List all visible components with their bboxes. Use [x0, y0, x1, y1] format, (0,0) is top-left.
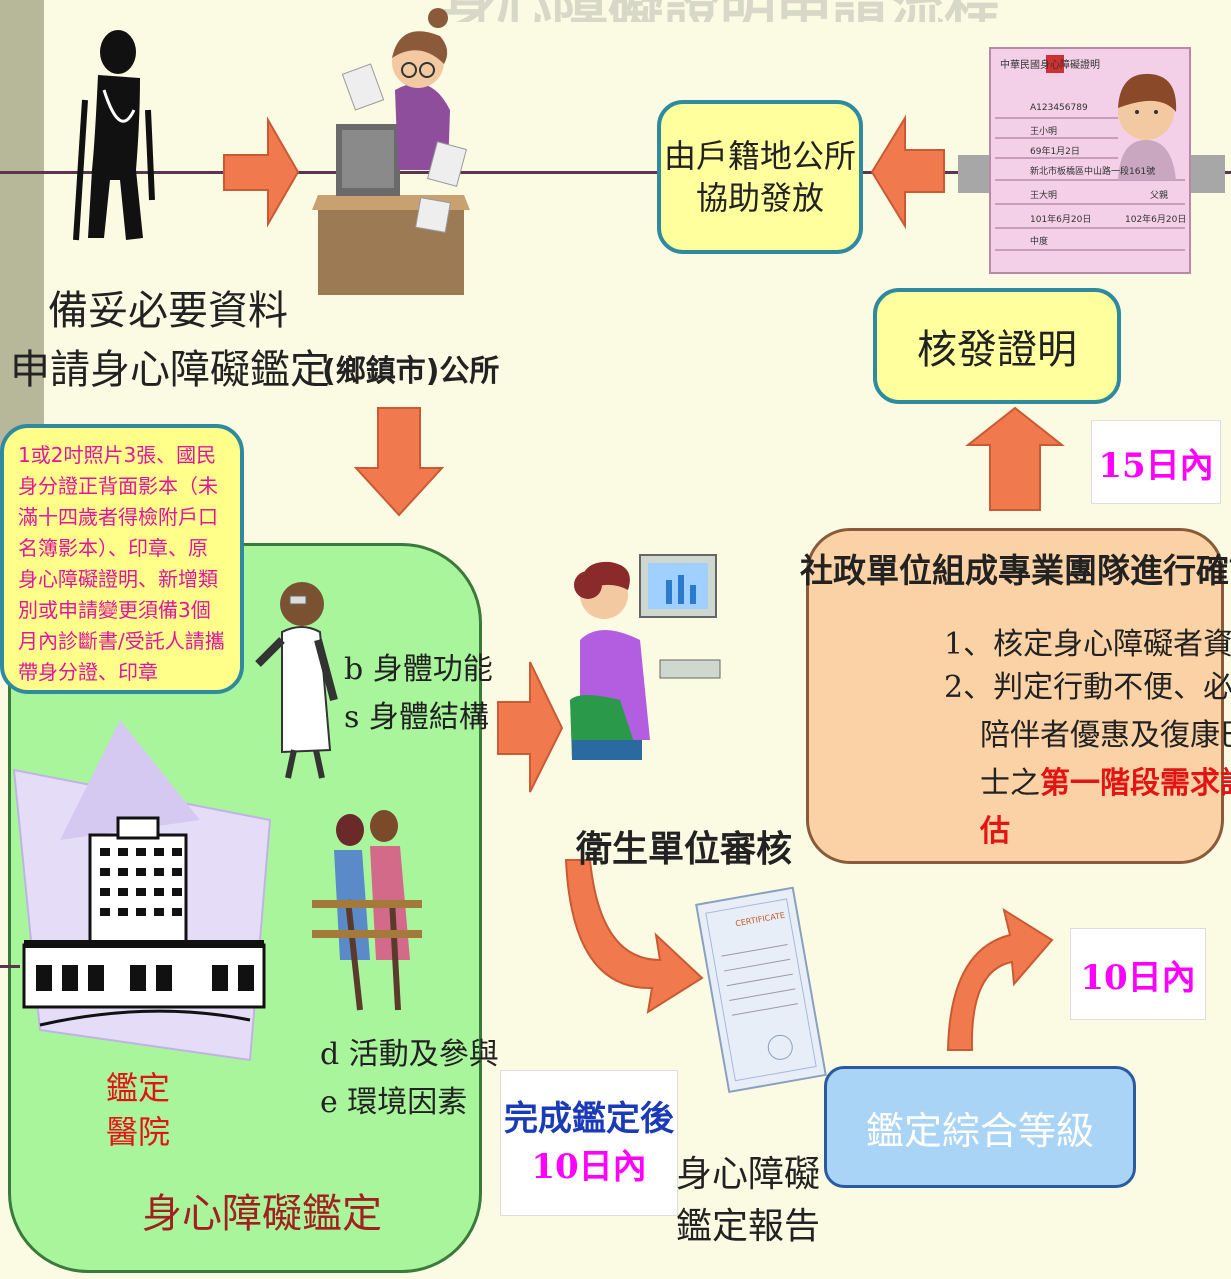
report-label-line2: 鑑定報告 — [676, 1206, 821, 1247]
certificate-level: 中度 — [1030, 237, 1049, 247]
timeline-line-bottom — [0, 965, 20, 968]
certificate-name: 王小明 — [1030, 127, 1058, 137]
hospital-label-line1: 鑑定 — [106, 1069, 171, 1107]
arrow-left-1 — [870, 114, 945, 230]
arrow-curved-up — [946, 907, 1054, 1051]
person-crutches-icon — [73, 30, 155, 241]
social-panel-title: 社政單位組成專業團隊進行確認 — [800, 551, 1231, 590]
office-clerk-icon — [312, 8, 470, 295]
after-assessment-line2: 10日內 — [531, 1147, 647, 1187]
social-item-2d: 估 — [980, 814, 1010, 849]
certificate-issue-date: 101年6月20日 — [1030, 215, 1092, 225]
header-title: 身心障礙證明申請流程 — [440, 0, 1060, 22]
certificate-address: 新北市板橋區中山路一段161號 — [1030, 167, 1156, 177]
prepare-label-line1: 備妥必要資料 — [48, 288, 288, 334]
required-docs-text: 1或2吋照片3張、國民身分證正背面影本（未滿十四歲者得檢附戶口名簿影本）、印章、… — [18, 443, 225, 684]
prepare-label-line2: 申請身心障礙鑑定 — [10, 347, 330, 393]
doctor-icon — [255, 582, 338, 779]
hospital-label-line2: 醫院 — [106, 1113, 171, 1151]
report-label-line1: 身心障礙 — [676, 1154, 821, 1195]
body-function-label: b 身體功能 — [344, 652, 493, 687]
issue-office-line1: 由戶籍地公所 — [663, 137, 856, 175]
social-item-1: 1、核定身心障礙者資格 — [944, 627, 1231, 662]
arrow-curved-down — [564, 859, 704, 1015]
arrow-up-1 — [965, 406, 1065, 511]
body-structure-label: s 身體結構 — [344, 700, 489, 735]
arrow-down-1 — [353, 407, 445, 517]
social-item-2c-red: 第一階段需求評 — [1040, 766, 1231, 801]
approve-cert-box: 核發證明 — [873, 288, 1121, 404]
social-panel — [806, 528, 1224, 864]
disability-certificate-card — [958, 47, 1225, 274]
after-assessment-line1: 完成鑑定後 — [504, 1099, 674, 1139]
certificate-relation: 父親 — [1150, 191, 1169, 201]
certificate-birth: 69年1月2日 — [1030, 147, 1080, 157]
arrow-right-2 — [497, 661, 564, 793]
days-10-badge: 10日內 — [1070, 928, 1206, 1020]
approve-cert-label: 核發證明 — [917, 327, 1077, 373]
prepare-label-2: 申請身心障礙鑑定 — [10, 346, 330, 394]
environment-label: e 環境因素 — [320, 1085, 468, 1120]
timeline-line — [0, 171, 1231, 174]
grade-label: 鑑定綜合等級 — [865, 1108, 1094, 1153]
after-assessment-badge: 完成鑑定後 10日內 — [500, 1070, 678, 1216]
certificate-guardian: 王大明 — [1030, 191, 1058, 201]
issue-office-box: 由戶籍地公所 協助發放 — [657, 100, 863, 254]
grade-box: 鑑定綜合等級 — [824, 1066, 1136, 1188]
social-item-2c: 士之第一階段需求評 — [980, 764, 1231, 804]
prepare-label: 備妥必要資料 — [48, 287, 288, 335]
required-docs-note: 1或2吋照片3張、國民身分證正背面影本（未滿十四歲者得檢附戶口名簿影本）、印章、… — [0, 424, 244, 694]
people-activity-icon — [312, 810, 422, 1011]
issue-office-line2: 協助發放 — [695, 179, 824, 217]
assessment-label: 身心障礙鑑定 — [142, 1191, 382, 1237]
hospital-icon — [12, 720, 272, 1062]
arrow-right-1 — [223, 116, 300, 228]
certificate-header-text: 中華民國身心障礙證明 — [1000, 60, 1100, 71]
days-15-badge: 15日內 — [1091, 420, 1221, 504]
report-document-icon — [695, 886, 827, 1094]
social-item-2a: 2、判定行動不便、必要 — [944, 670, 1231, 705]
social-item-2b: 陪伴者優惠及復康巴 — [980, 718, 1231, 753]
office-label: (鄉鎮市)公所 — [322, 354, 500, 389]
activity-label: d 活動及參與 — [320, 1037, 499, 1072]
health-staff-computer-icon — [570, 554, 721, 760]
health-review-label: 衛生單位審核 — [576, 829, 793, 870]
social-item-2c-plain: 士之 — [980, 766, 1040, 801]
certificate-id: A123456789 — [1030, 103, 1088, 113]
certificate-expire-date: 102年6月20日 — [1125, 215, 1187, 225]
